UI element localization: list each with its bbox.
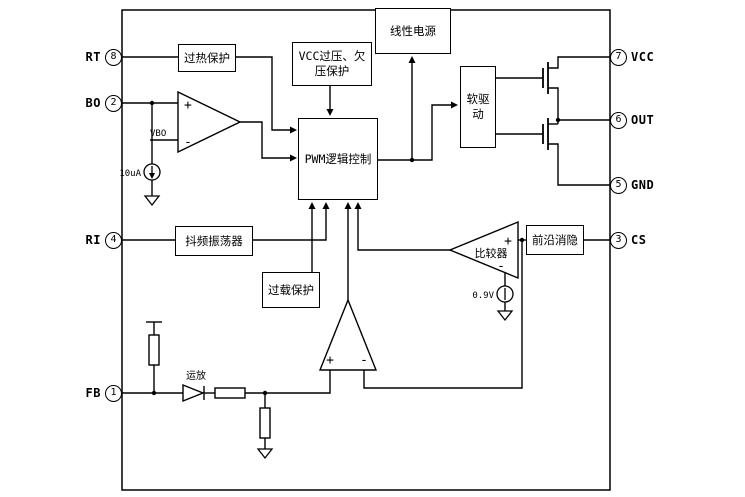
pulldown-resistor-icon (259, 407, 271, 439)
block-soft-drive: 软驱动 (460, 66, 496, 148)
pin-out-name: OUT (631, 113, 655, 127)
pin-bo-number: 2 (105, 94, 122, 112)
vref-source-icon (496, 285, 514, 303)
ground-symbols (143, 195, 514, 460)
pin-out-number: 6 (610, 111, 627, 129)
pin-rt: RT 8 (80, 48, 122, 66)
block-vcc-ovp-uvp: VCC过压、欠压保护 (292, 42, 372, 86)
wire-thermal-to-pwm (236, 56, 290, 131)
junction-dots (149, 100, 561, 396)
pin-gnd: 5 GND (610, 176, 654, 194)
pin-gnd-number: 5 (610, 176, 627, 194)
vref-label: 0.9V (472, 291, 494, 301)
wire-opamp-to-pwm (240, 121, 290, 159)
pin-out: 6 OUT (610, 111, 654, 129)
pin-cs-name: CS (631, 233, 647, 247)
bo-opamp-icon (177, 90, 242, 154)
pin-fb-number: 1 (105, 384, 122, 402)
pin-fb: FB 1 (80, 384, 122, 402)
ground-icon (256, 448, 274, 460)
wire-out-node (548, 87, 559, 124)
pwm-comp-plus-sign: + (326, 353, 334, 368)
wire-osc-to-pwm (253, 209, 327, 241)
pin-bo-name: BO (85, 96, 101, 110)
bias-current-source-icon (143, 163, 161, 181)
opamp-minus-sign: - (184, 135, 192, 150)
block-overload-protection: 过载保护 (262, 272, 320, 308)
block-leading-edge-blanking: 前沿消隐 (526, 225, 584, 255)
pin-rt-name: RT (85, 50, 101, 64)
pin-gnd-name: GND (631, 178, 655, 192)
high-side-mosfet-icon (542, 62, 549, 94)
pwm-comp-minus-sign: - (360, 353, 368, 368)
pin-ri-name: RI (85, 233, 101, 247)
cs-comp-minus-sign: - (497, 259, 505, 274)
ground-icon (496, 310, 514, 322)
wire-vcc (548, 56, 610, 69)
block-linear-supply: 线性电源 (375, 8, 451, 54)
opamp-plus-sign: + (184, 98, 192, 113)
pin-vcc-number: 7 (610, 48, 627, 66)
pin-rt-number: 8 (105, 48, 122, 66)
pin-bo: BO 2 (80, 94, 122, 112)
cs-comparator-icon (448, 220, 519, 280)
wires (122, 56, 610, 449)
bias-current-label: 10uA (119, 169, 141, 179)
fb-diode-icon (182, 383, 205, 403)
block-jitter-oscillator: 抖频振荡器 (175, 226, 253, 256)
wire-pwm-to-softdrive (378, 104, 451, 161)
block-pwm-logic: PWM逻辑控制 (298, 118, 378, 200)
pin-vcc: 7 VCC (610, 48, 654, 66)
ground-icon (143, 195, 161, 207)
pullup-resistor-icon (148, 334, 160, 366)
wire-cscomp-to-pwm (357, 209, 452, 251)
pin-ri: RI 4 (80, 231, 122, 249)
pin-cs: 3 CS (610, 231, 646, 249)
pin-fb-name: FB (85, 386, 101, 400)
block-thermal-protection: 过热保护 (178, 44, 236, 72)
opamp-label: 运放 (186, 369, 206, 382)
cs-comp-plus-sign: + (504, 234, 512, 249)
pin-ri-number: 4 (105, 231, 122, 249)
wire-cs-to-comp-minus (363, 240, 523, 389)
resistors (148, 334, 271, 439)
pin-vcc-name: VCC (631, 50, 655, 64)
pin-cs-number: 3 (610, 231, 627, 249)
pwm-comparator-icon (318, 298, 378, 371)
wire-gnd (548, 143, 610, 186)
series-resistor-icon (214, 387, 246, 399)
vbo-label: VBO (150, 129, 166, 139)
wire-fb-3 (245, 370, 331, 394)
low-side-mosfet-icon (542, 118, 549, 150)
ic-boundary (121, 9, 611, 491)
arrowheads (290, 56, 458, 209)
block-comparator-label: 比较器 (475, 246, 508, 260)
